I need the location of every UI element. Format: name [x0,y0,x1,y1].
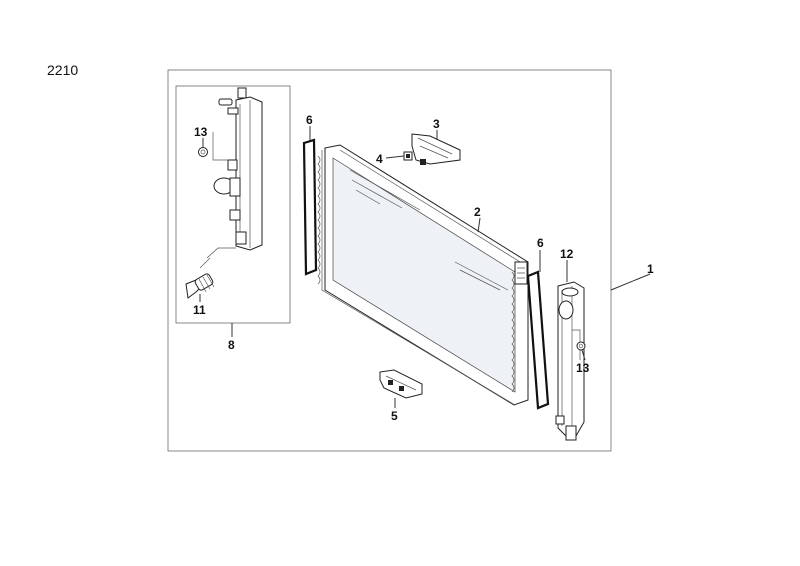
right-tank-item-12 [555,281,585,441]
callout-4: 4 [376,152,383,166]
diagram-page-code: 2210 [47,62,79,78]
core-right-fin-edge [511,271,515,393]
nut-item-13-right [576,341,586,351]
callout-8: 8 [228,338,235,352]
callout-12: 12 [560,247,574,261]
bracket-bottom-item-5 [379,369,423,399]
diagram-outer-frame [167,69,612,452]
callout-1: 1 [647,262,654,276]
callout-2: 2 [474,205,481,219]
clip-item-4 [403,151,413,161]
radiator-core-item-2 [317,144,529,406]
callout-3: 3 [433,117,440,131]
seal-left-item-6 [302,138,318,276]
callout-11: 11 [193,303,206,317]
seal-right-item-6 [526,270,550,410]
callout-13-left: 13 [194,125,208,139]
leader-lines [199,126,651,408]
inset-box-item-8 [175,85,291,324]
bracket-top-item-3 [411,133,461,165]
nut-item-13-left [198,147,208,157]
callout-6-left: 6 [306,113,313,127]
drain-plug-item-11 [185,273,215,299]
callout-5: 5 [391,409,398,423]
core-left-fin-edge [317,155,321,285]
callout-6-right: 6 [537,236,544,250]
callout-13-right: 13 [576,361,590,375]
left-tank-assembly [199,87,263,269]
